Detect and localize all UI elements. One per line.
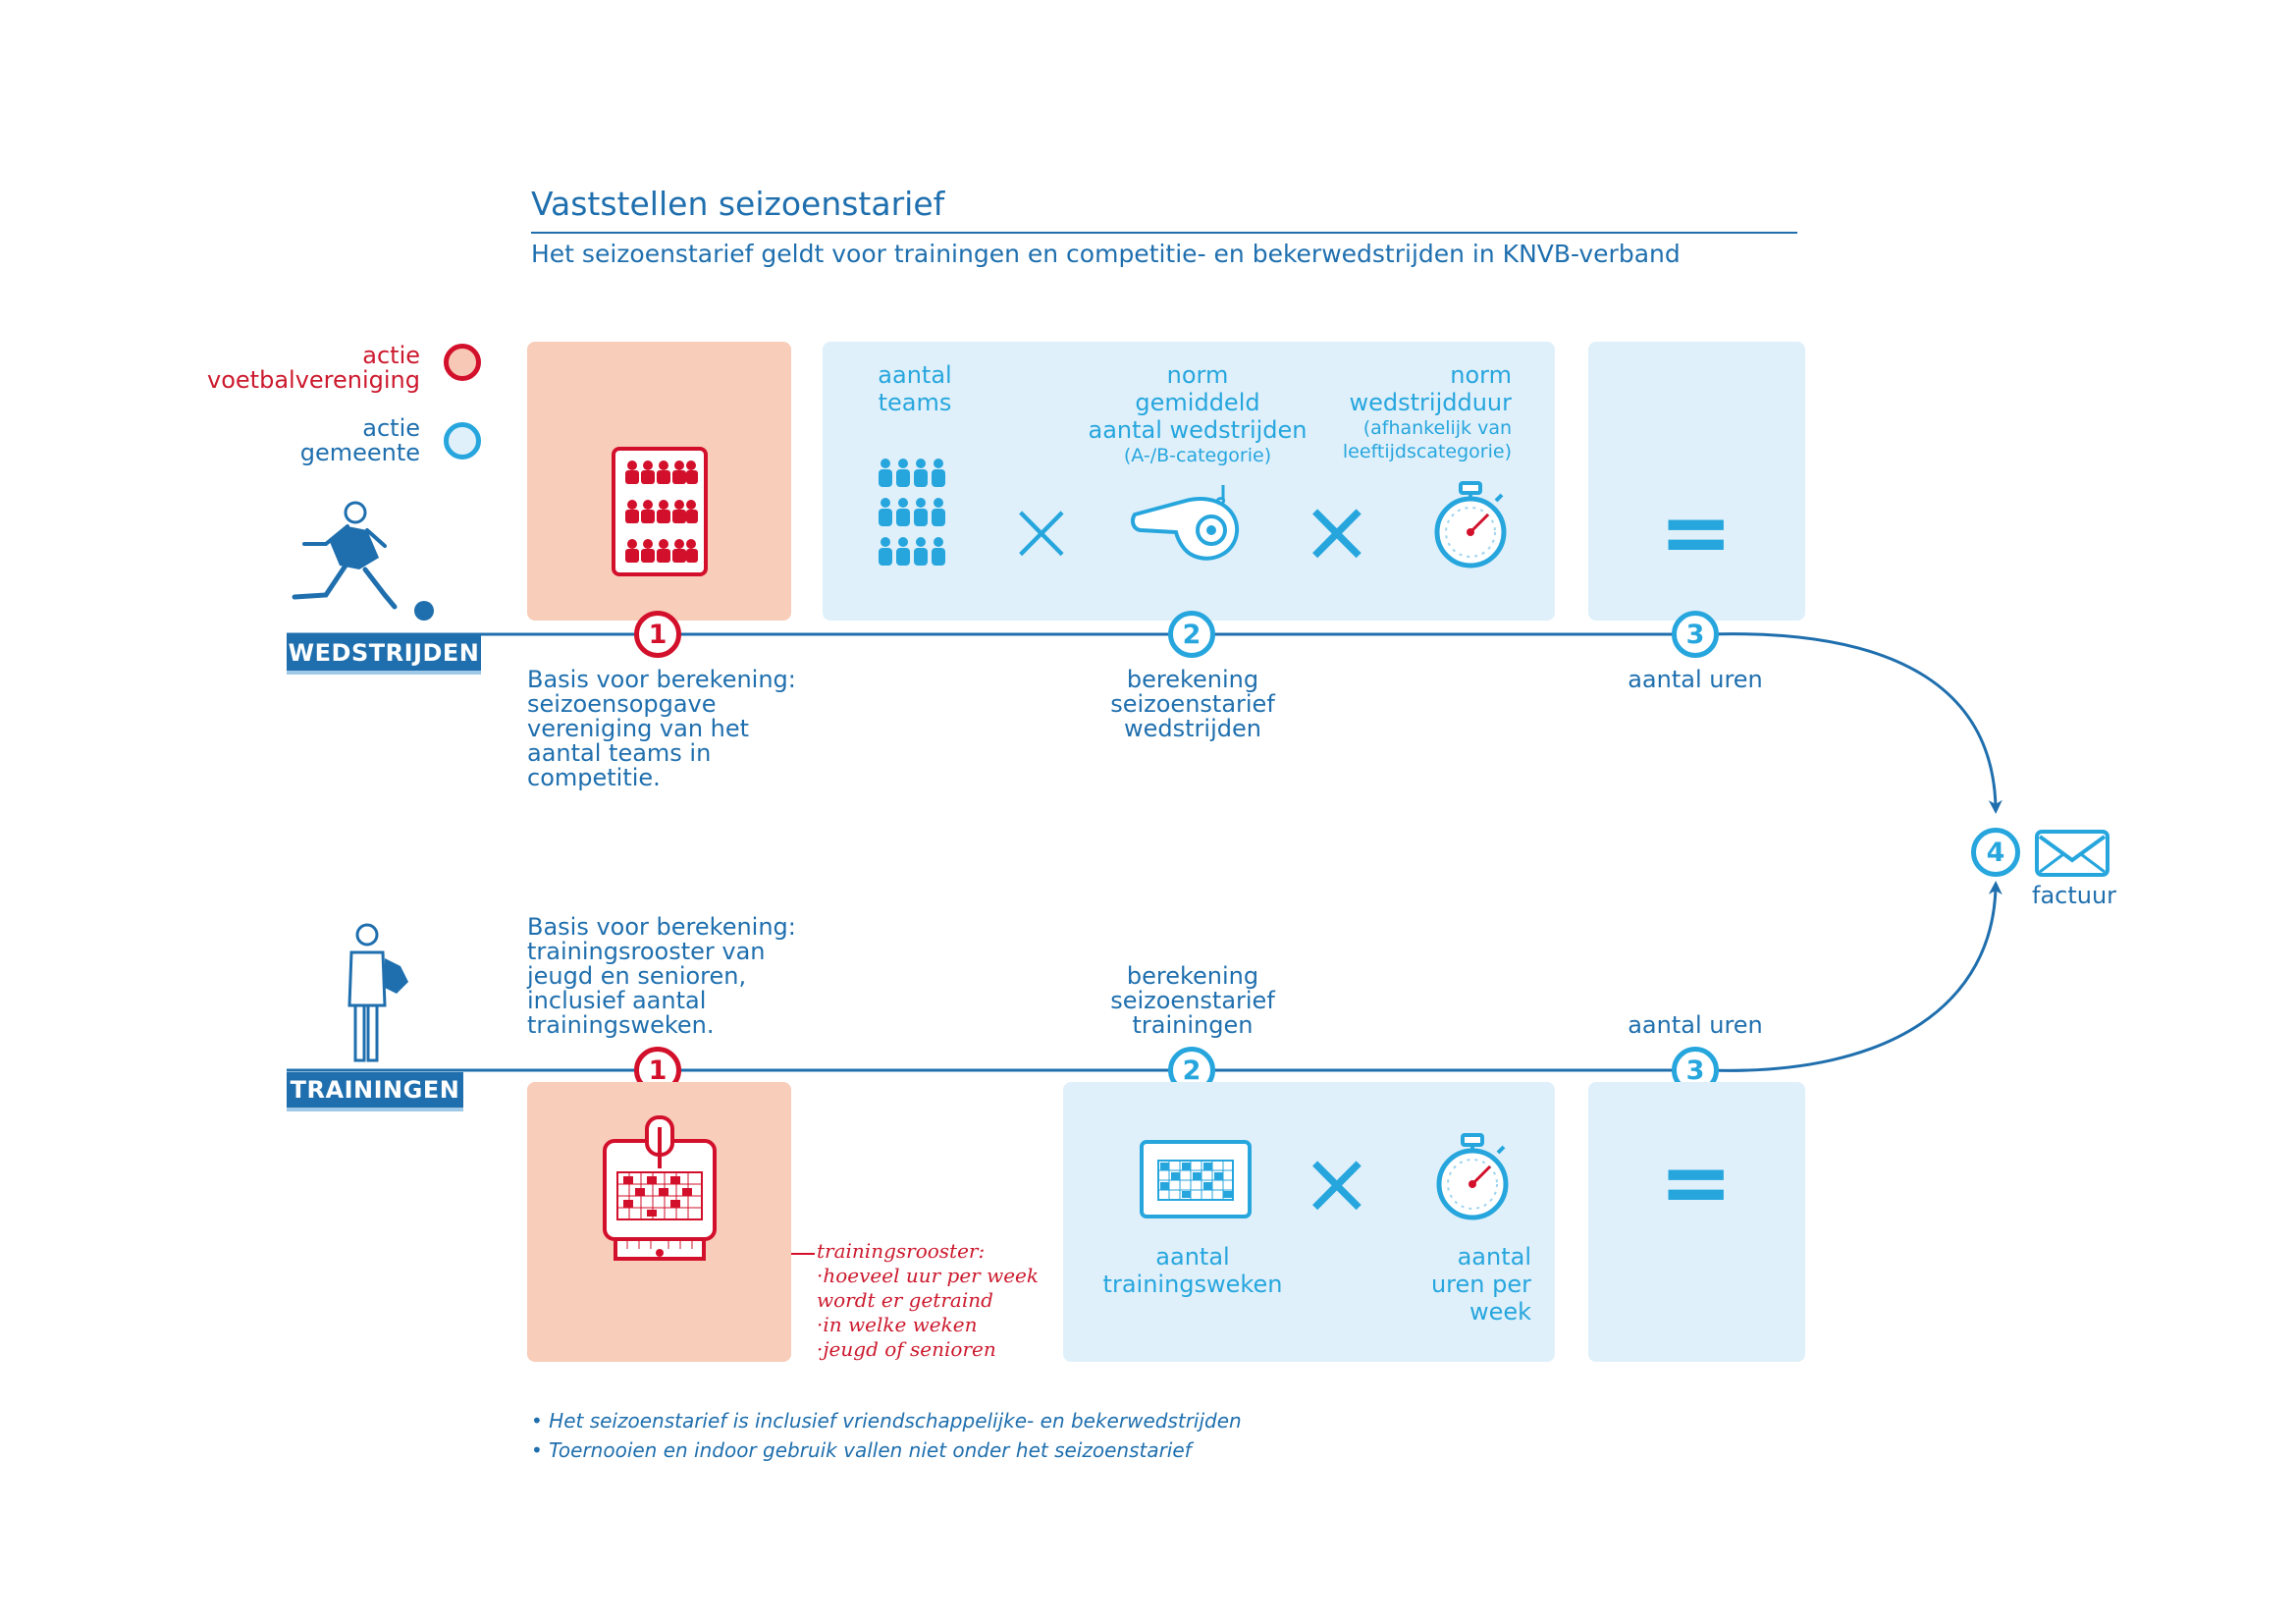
- matches-tag: WEDSTRIJDEN: [287, 635, 481, 671]
- page-subtitle: Het seizoenstarief geldt voor trainingen…: [531, 240, 1681, 268]
- invoice-label: factuur: [2032, 882, 2117, 909]
- trainings-basis-text: Basis voor berekening:trainingsrooster v…: [527, 913, 796, 1039]
- equals-sign-2: =: [1659, 1131, 1734, 1234]
- coach-icon: [347, 923, 408, 1062]
- title-rule: [531, 232, 1797, 234]
- page-title: Vaststellen seizoenstarief: [531, 185, 945, 223]
- invoice-step-4: 4: [1971, 828, 2020, 877]
- teams-sheet-icon: [612, 447, 708, 576]
- times-sign-1: ×: [1005, 480, 1078, 581]
- trainings-arrow: [1707, 881, 2002, 1072]
- legend-club-ring: [444, 344, 481, 381]
- teams-icon: [879, 459, 945, 566]
- trainings-result-text: aantal uren: [1628, 1011, 1763, 1039]
- trainings-tag: TRAININGEN: [287, 1072, 463, 1108]
- footnotes: • Het seizoenstarief is inclusief vriend…: [531, 1406, 1242, 1465]
- stopwatch-icon: [1434, 481, 1507, 568]
- clipboard-calendar-icon: [603, 1115, 717, 1261]
- times-sign-3: ×: [1301, 1132, 1373, 1233]
- legend-municipality-ring: [444, 422, 481, 460]
- equals-sign-1: =: [1659, 481, 1734, 584]
- calendar-icon: [1140, 1140, 1252, 1218]
- stopwatch-icon-2: [1436, 1133, 1509, 1220]
- schedule-note: trainingsrooster: ·hoeveel uur per week …: [817, 1239, 1039, 1361]
- footnote-2: • Toernooien en indoor gebruik vallen ni…: [531, 1438, 1192, 1462]
- matches-step-1: 1: [634, 611, 681, 658]
- envelope-icon: [2035, 830, 2109, 877]
- times-sign-2: ×: [1301, 480, 1373, 581]
- footnote-1: • Het seizoenstarief is inclusief vriend…: [531, 1409, 1242, 1433]
- matches-arrow: [1707, 632, 2002, 814]
- matches-step-3: 3: [1672, 611, 1719, 658]
- whistle-icon: [1131, 485, 1240, 561]
- matches-step-2: 2: [1168, 611, 1215, 658]
- matches-club-panel: [527, 342, 791, 621]
- trainings-result-panel: [1588, 1082, 1805, 1362]
- matches-result-text: aantal uren: [1628, 666, 1763, 693]
- football-player-icon: [292, 501, 434, 621]
- trainings-calc-panel: [1063, 1082, 1555, 1362]
- matches-result-panel: [1588, 342, 1805, 621]
- trainings-club-panel: [527, 1082, 791, 1362]
